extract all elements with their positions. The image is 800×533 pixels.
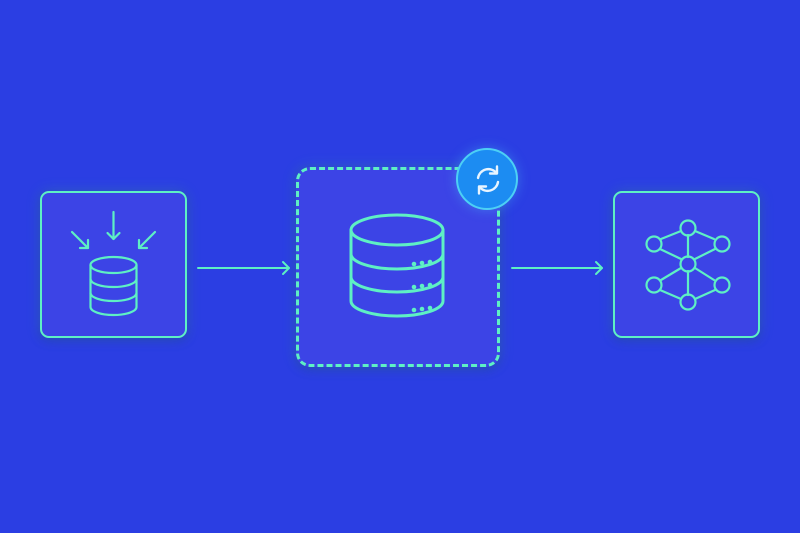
node-store	[296, 167, 500, 367]
sync-badge	[456, 148, 518, 210]
database-server-icon	[349, 213, 445, 318]
sync-icon	[476, 165, 500, 195]
edge-store-to-graph	[511, 261, 603, 275]
node-graph	[613, 191, 760, 338]
node-ingest	[40, 191, 187, 338]
network-graph-icon	[645, 219, 731, 311]
database-ingest-icon	[70, 210, 157, 317]
edge-ingest-to-store	[197, 261, 290, 275]
